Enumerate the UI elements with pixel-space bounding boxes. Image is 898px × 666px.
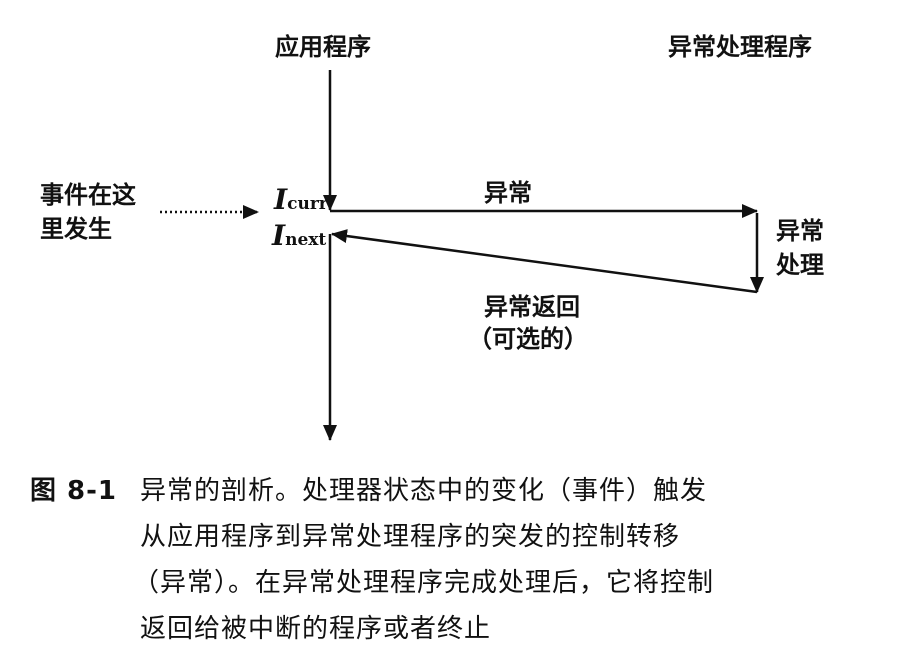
caption-line-3: （异常）。在异常处理程序完成处理后，它将控制 xyxy=(133,568,715,598)
handler-label: 异常处理程序 xyxy=(668,33,812,61)
application-label: 应用程序 xyxy=(275,33,371,61)
exception-label: 异常 xyxy=(484,179,532,207)
event-label-line1: 事件在这 xyxy=(40,181,136,209)
return-arrow xyxy=(331,229,758,294)
i-curr-label: Icurr xyxy=(274,183,328,216)
caption-line-1: 异常的剖析。处理器状态中的变化（事件）触发 xyxy=(140,476,708,506)
handling-label-line2: 处理 xyxy=(776,251,824,279)
caption-line-4: 返回给被中断的程序或者终止 xyxy=(140,614,492,644)
return-label-line1: 异常返回 xyxy=(484,293,580,321)
i-curr-subscript: curr xyxy=(287,194,328,214)
caption-line-2: 从应用程序到异常处理程序的突发的控制转移 xyxy=(140,522,681,552)
event-label-line2: 里发生 xyxy=(40,215,112,243)
figure-number: 图 8-1 xyxy=(30,476,118,506)
return-label-line2: （可选的） xyxy=(468,325,588,353)
i-next-subscript: next xyxy=(285,230,327,250)
i-next-label: Inext xyxy=(272,219,327,252)
handling-label-line1: 异常 xyxy=(776,217,824,245)
